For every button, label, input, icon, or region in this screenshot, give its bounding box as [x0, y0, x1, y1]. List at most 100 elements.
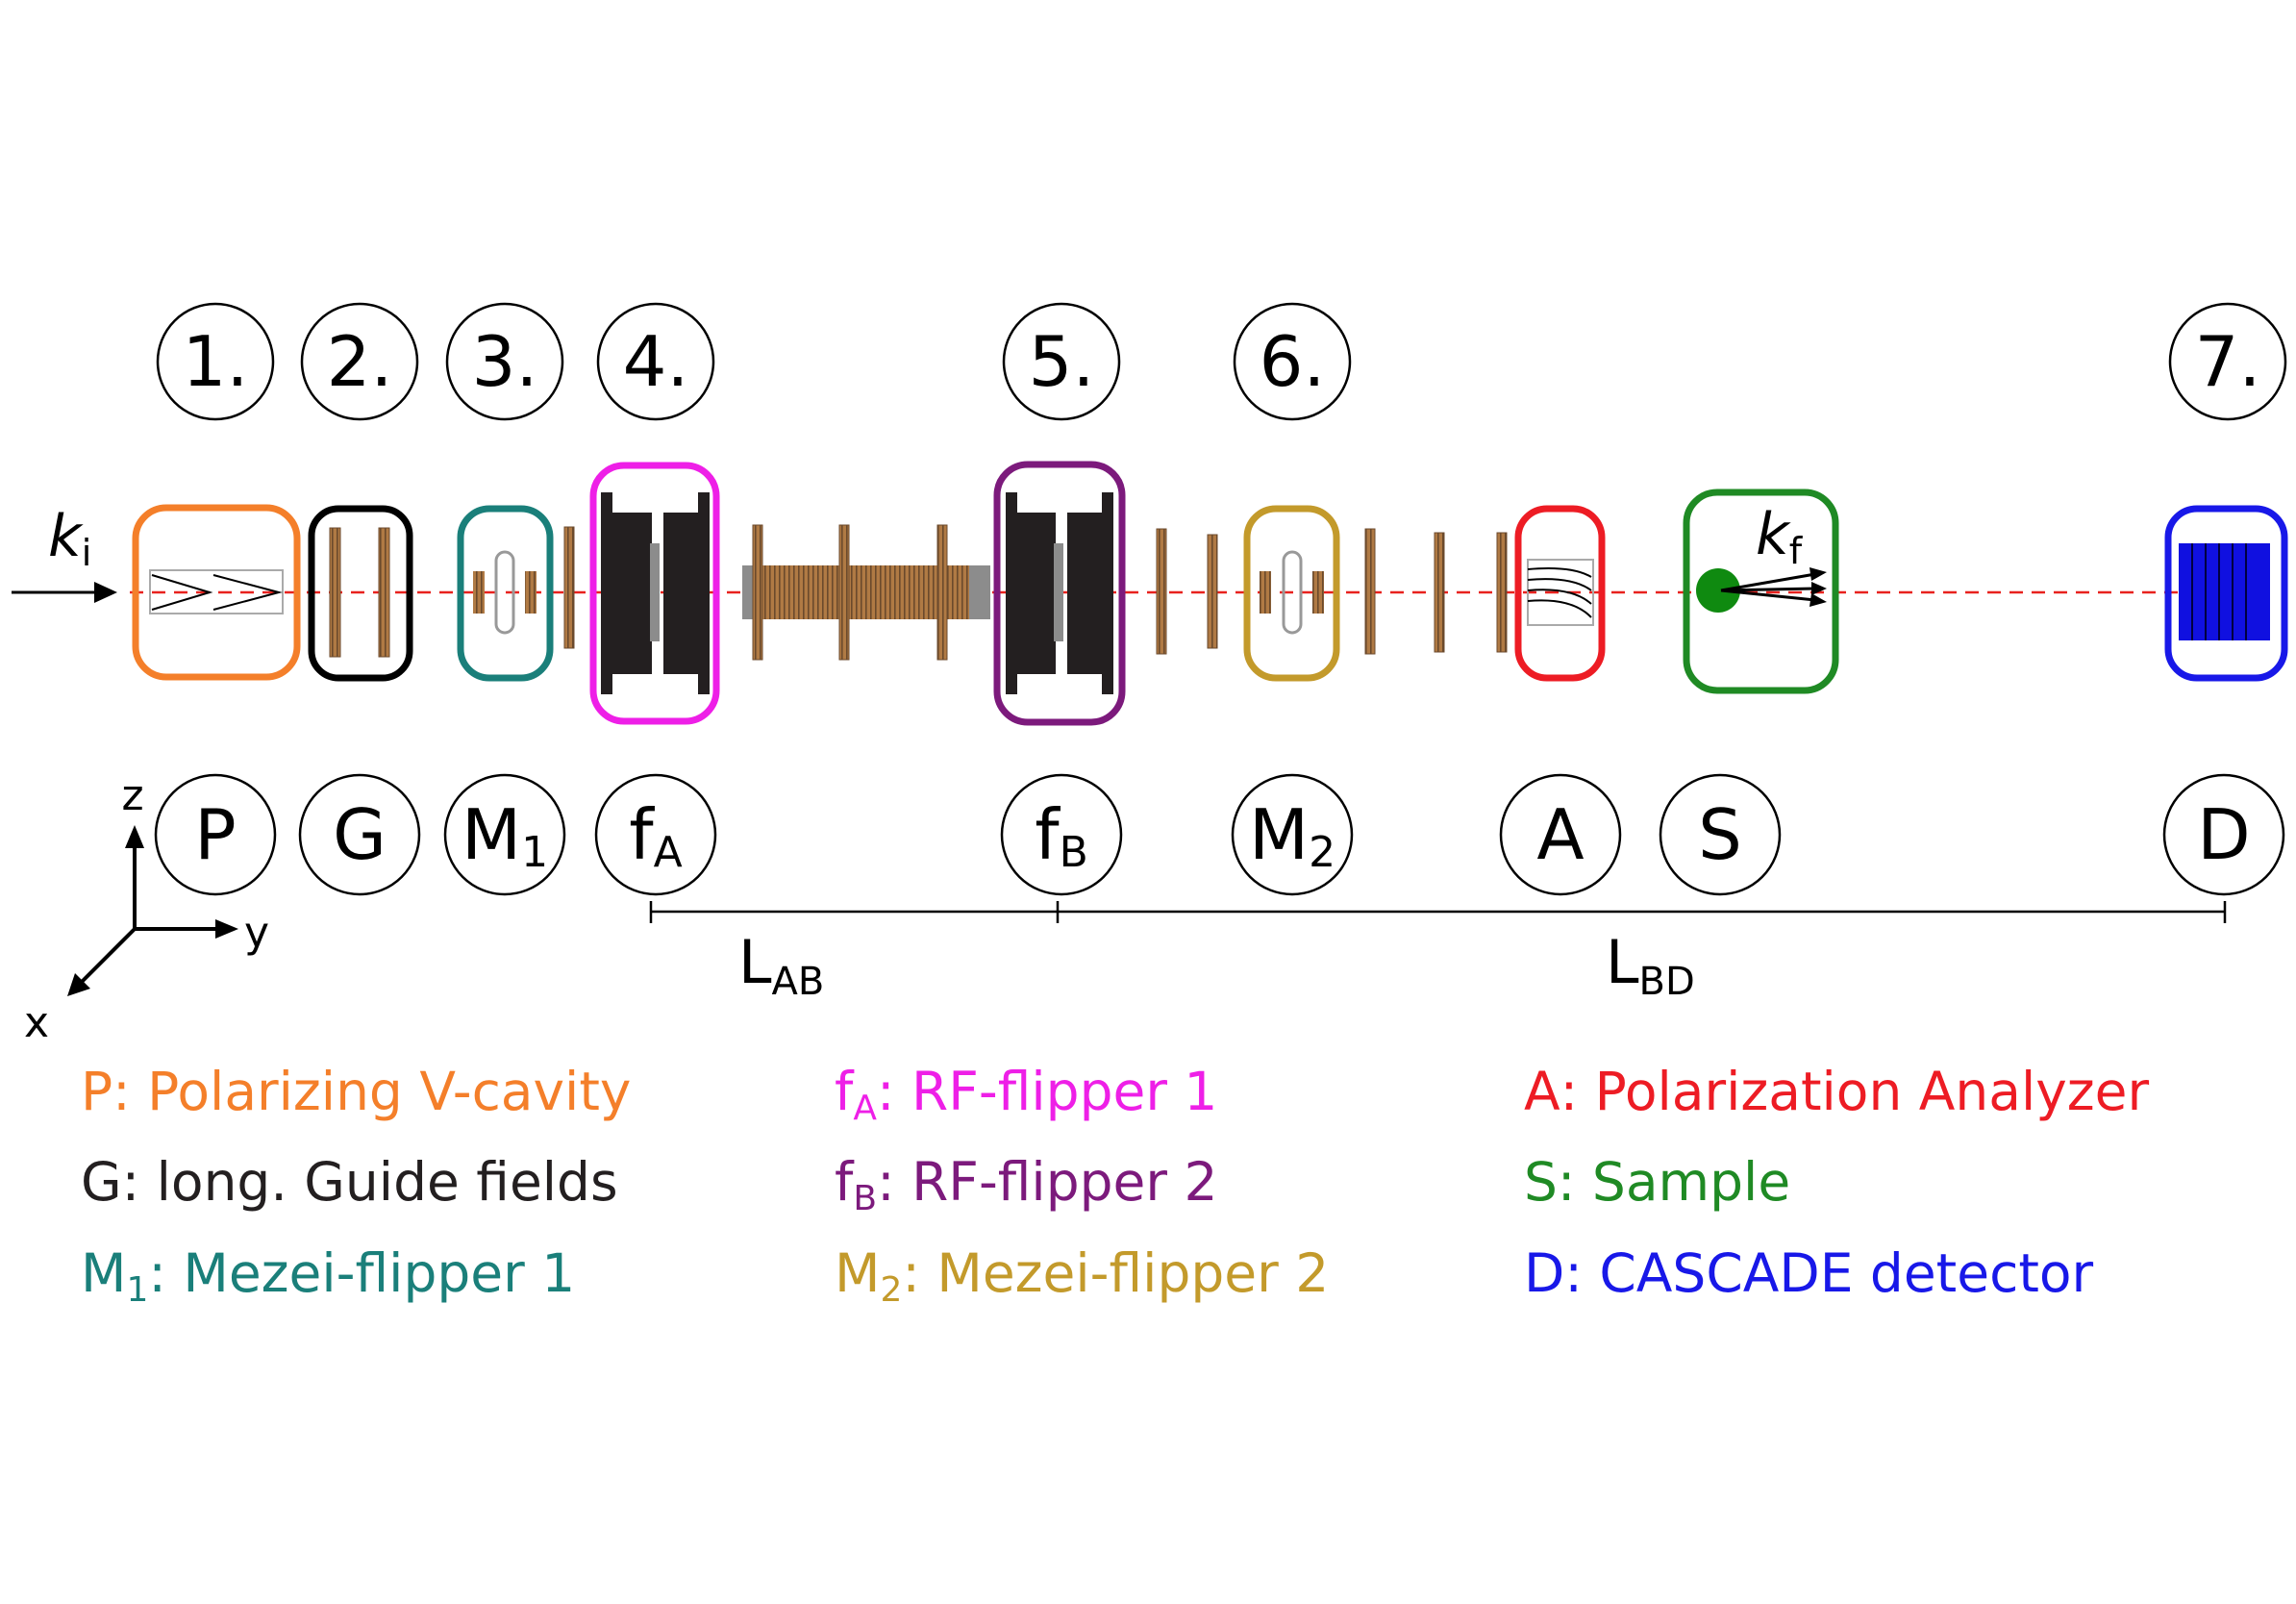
lab-distance-label: LAB — [738, 927, 824, 1004]
arrow-head-icon — [1811, 582, 1827, 595]
rf-flipper-b — [993, 461, 1126, 726]
legend-detector: D: CASCADE detector — [1524, 1242, 2094, 1304]
mezei-coil — [1312, 571, 1324, 614]
analyzer-bender — [1527, 559, 1594, 626]
polarizer-v-cavity — [132, 504, 301, 681]
ki-label: ki — [48, 503, 91, 574]
scattered-beam-arrow — [1720, 572, 1816, 592]
lbd-distance-label: LBD — [1606, 927, 1695, 1004]
guide-coil — [563, 526, 575, 649]
arrow-head-icon — [215, 919, 238, 939]
svg-text:A: A — [1536, 794, 1584, 875]
x-axis-line — [75, 927, 137, 989]
coordinate-axes: z y x — [24, 771, 269, 1047]
guide-coil-1 — [329, 527, 341, 658]
tube-flange-coil — [838, 524, 850, 661]
mezei-loop — [494, 550, 515, 635]
rf-magnet-flange — [1006, 492, 1017, 694]
guide-field — [308, 505, 413, 682]
component-circle-s: S — [1659, 773, 1782, 896]
v-cavity-mirror-1 — [151, 574, 213, 611]
analyzer-bender-channel — [1527, 589, 1592, 605]
scattered-beam-arrow — [1720, 587, 1816, 592]
mezei-flipper-1 — [457, 505, 554, 682]
mezei-coil — [525, 571, 537, 614]
legend-rf-flipper-1: fA: RF-flipper 1 — [835, 1061, 1218, 1128]
rf-magnet-flange — [698, 492, 710, 694]
scattered-beam-arrow — [1720, 589, 1816, 602]
guide-coil — [1496, 532, 1508, 653]
step-circle-2: 2. — [300, 302, 419, 421]
component-circle-fa: fA — [594, 773, 717, 896]
v-cavity-mirror-2 — [212, 574, 283, 611]
analyzer-bender-channel — [1527, 578, 1592, 591]
step-circle-5: 5. — [1002, 302, 1121, 421]
guide-coil — [1156, 528, 1167, 655]
rf-magnet-flange — [1102, 492, 1113, 694]
arrow-head-icon — [125, 825, 144, 848]
arrow-head-icon — [1809, 567, 1827, 581]
svg-text:M2: M2 — [1249, 794, 1335, 877]
x-axis-label: x — [24, 998, 49, 1047]
mezei-loop — [1282, 550, 1303, 635]
tube-flange-coil — [936, 524, 948, 661]
svg-text:7.: 7. — [2195, 321, 2261, 402]
v-cavity-glass — [149, 569, 284, 614]
rf-coil — [650, 543, 660, 641]
svg-text:D: D — [2197, 794, 2250, 875]
distance-scale: LAB LBD — [649, 901, 2227, 1004]
step-circles: 1. 2. 3. 4. 5. 6. 7. — [156, 302, 2287, 421]
component-circle-fb: fB — [1000, 773, 1123, 896]
component-circle-m2: M2 — [1231, 773, 1354, 896]
step-circle-1: 1. — [156, 302, 275, 421]
svg-text:1.: 1. — [183, 321, 249, 402]
legend-rf-flipper-2: fB: RF-flipper 2 — [835, 1151, 1218, 1218]
rf-magnet — [1067, 513, 1106, 674]
polarization-analyzer — [1514, 505, 1606, 682]
sample-stage: kf — [1683, 489, 1839, 694]
legend-mezei-flipper-2: M2: Mezei-flipper 2 — [835, 1242, 1330, 1310]
guide-coil — [1207, 534, 1218, 649]
svg-text:6.: 6. — [1260, 321, 1326, 402]
component-circle-p: P — [154, 773, 277, 896]
svg-text:5.: 5. — [1029, 321, 1095, 402]
svg-text:S: S — [1698, 794, 1742, 875]
component-circle-a: A — [1499, 773, 1622, 896]
arrow-head-icon — [1809, 593, 1827, 607]
legend-mezei-flipper-1: M1: Mezei-flipper 1 — [81, 1242, 576, 1310]
svg-text:2.: 2. — [327, 321, 393, 402]
component-circle-m1: M1 — [443, 773, 566, 896]
arrow-head-icon — [94, 582, 117, 603]
component-circles: P G M1 fA fB M2 A S D — [154, 773, 2285, 896]
svg-text:fA: fA — [629, 794, 682, 877]
step-circle-3: 3. — [445, 302, 564, 421]
legend-analyzer: A: Polarization Analyzer — [1524, 1061, 2150, 1122]
svg-text:fB: fB — [1035, 794, 1088, 877]
guide-coil — [1434, 532, 1445, 653]
precession-guide-tube — [742, 524, 990, 661]
guide-coil — [1364, 528, 1376, 655]
rf-magnet-flange — [601, 492, 612, 694]
component-circle-d: D — [2162, 773, 2285, 896]
kf-label: kf — [1756, 501, 1804, 572]
legend-sample: S: Sample — [1524, 1151, 1791, 1213]
tube-flange-coil — [752, 524, 763, 661]
sample-dot — [1696, 568, 1740, 613]
rf-magnet — [663, 513, 702, 674]
incoming-beam: ki — [12, 503, 117, 603]
step-circle-7: 7. — [2168, 302, 2287, 421]
arrow-head-icon — [67, 973, 90, 996]
rf-coil — [1054, 543, 1063, 641]
mezei-coil — [473, 571, 485, 614]
component-circle-g: G — [298, 773, 421, 896]
detector-stack — [2179, 543, 2270, 640]
legend-guide-fields: G: long. Guide fields — [81, 1151, 618, 1213]
mezei-flipper-2 — [1243, 505, 1340, 682]
z-axis-label: z — [121, 771, 143, 820]
svg-text:3.: 3. — [472, 321, 538, 402]
mezei-coil — [1260, 571, 1271, 614]
cascade-detector — [2164, 505, 2288, 682]
analyzer-bender-channel — [1527, 567, 1592, 578]
y-axis-label: y — [244, 909, 269, 958]
svg-text:G: G — [333, 794, 387, 875]
